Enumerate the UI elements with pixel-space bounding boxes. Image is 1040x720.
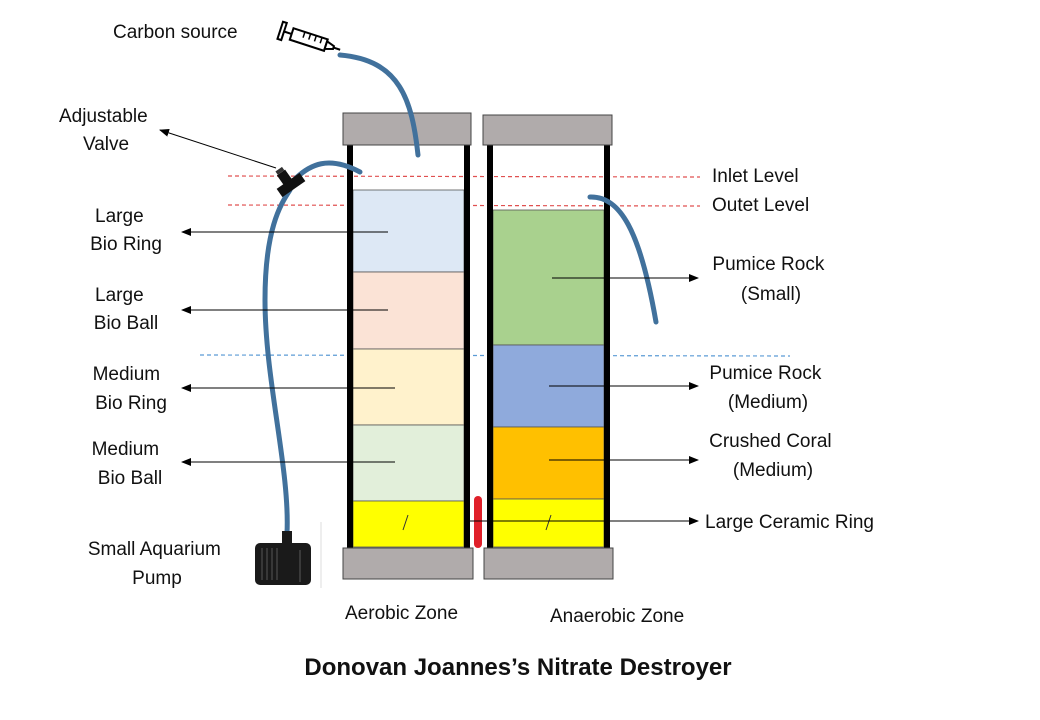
aerobic-ceramic-mark [402, 514, 409, 531]
valve-arrow [159, 129, 277, 169]
large-bio-ball-label: Large Bio Ball [94, 285, 158, 334]
valve-icon [275, 166, 306, 198]
crushed-coral-media [492, 426, 605, 500]
crushed-coral-label: Crushed Coral (Medium) [709, 431, 837, 481]
valve-label: Adjustable Valve [59, 106, 153, 155]
anaerobic-right-wall [604, 145, 610, 548]
medium-bio-ball-media [352, 424, 465, 502]
ceramic-ring-label: Large Ceramic Ring [705, 512, 874, 533]
column-connector [474, 496, 482, 548]
carbon-source-tube [337, 52, 421, 158]
outlet-level-label: Outet Level [712, 195, 809, 216]
pump-label: Small Aquarium Pump [88, 539, 226, 589]
large-bio-ring-media [352, 189, 465, 273]
aerobic-right-wall [464, 145, 470, 548]
outlet-level-line [227, 204, 701, 207]
medium-bio-ball-label: Medium Bio Ball [92, 439, 165, 489]
medium-bio-ring-label: Medium Bio Ring [93, 364, 167, 414]
aerobic-ceramic-ring-media [352, 500, 465, 548]
anaerobic-zone-label: Anaerobic Zone [550, 606, 684, 627]
aerobic-bottom-cap [342, 547, 474, 580]
carbon-source-label: Carbon source [113, 22, 238, 43]
anaerobic-top-cap [482, 114, 613, 146]
outlet-tube [587, 194, 659, 325]
aquarium-pump-icon [255, 522, 322, 588]
pumice-medium-label: Pumice Rock (Medium) [709, 363, 826, 413]
aerobic-left-wall [347, 145, 353, 548]
medium-bio-ring-media [352, 348, 465, 426]
aerobic-zone-label: Aerobic Zone [345, 603, 458, 624]
pumice-small-label: Pumice Rock (Small) [712, 254, 829, 305]
pump-tube [262, 187, 293, 536]
anaerobic-left-wall [487, 145, 493, 548]
aerobic-top-cap [342, 112, 472, 146]
anaerobic-ceramic-mark [545, 514, 552, 531]
inlet-level-line [227, 175, 701, 178]
syringe-icon [276, 20, 341, 53]
large-bio-ring-label: Large Bio Ring [90, 206, 162, 255]
anaerobic-bottom-cap [483, 547, 614, 580]
inlet-level-label: Inlet Level [712, 166, 799, 187]
diagram-title: Donovan Joannes’s Nitrate Destroyer [304, 654, 731, 681]
